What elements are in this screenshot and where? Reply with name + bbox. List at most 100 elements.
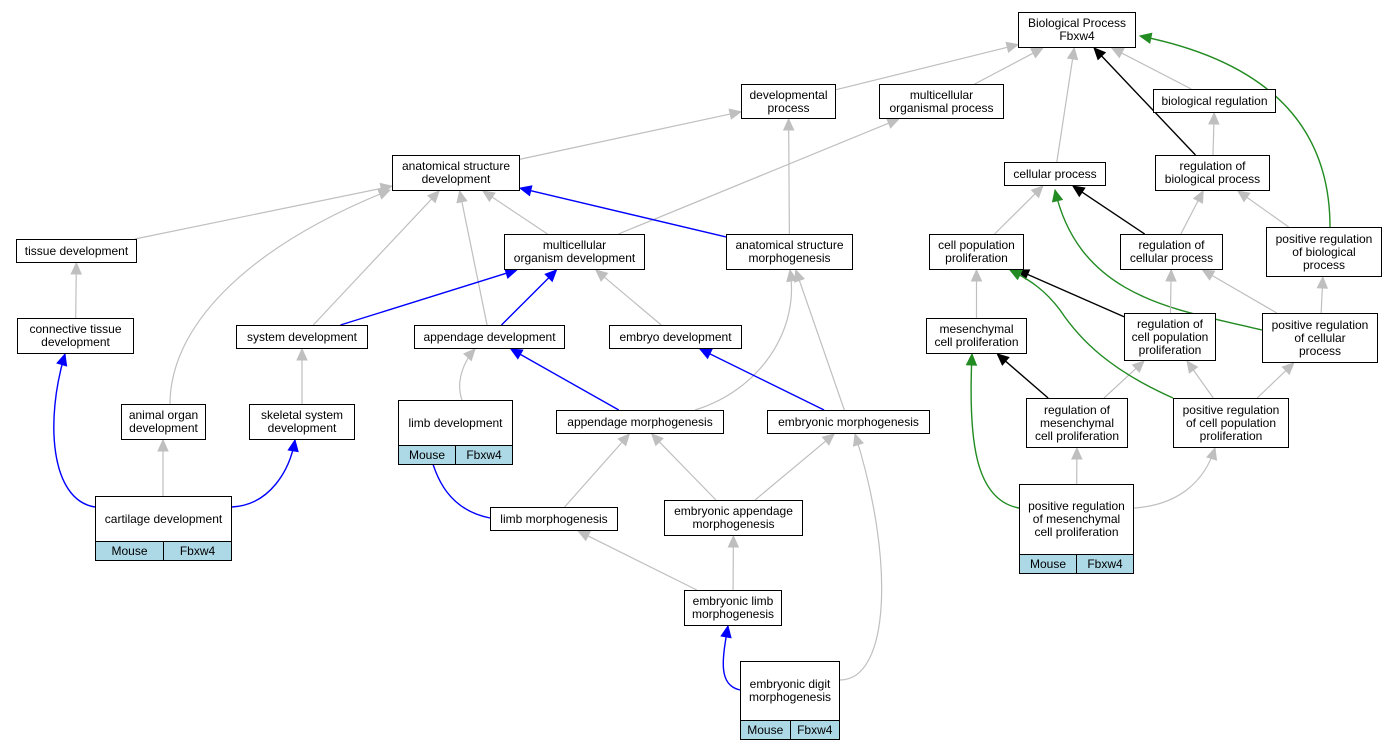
go-term-embryo-development[interactable]: embryo development: [609, 325, 742, 349]
edge-limb_morphogenesis-to-appendage_morphogenesis: [565, 441, 623, 507]
go-term-biological-regulation[interactable]: biological regulation: [1153, 89, 1276, 113]
arrowhead-positive_regulation_of_cellular_process-to-positive_regulation_of_biological_process: [1317, 277, 1327, 288]
annotation-gene: Fbxw4: [790, 721, 840, 739]
go-term-mesenchymal-cell-proliferation[interactable]: mesenchymal cell proliferation: [926, 318, 1027, 354]
arrowhead-mesenchymal_cell_proliferation-to-cell_population_proliferation: [972, 270, 982, 281]
arrowhead-positive_regulation_of_biological_process-to-regulation_of_biological_process: [1238, 191, 1250, 201]
arrowhead-regulation_of_biological_process-to-biological_regulation: [1209, 113, 1219, 124]
arrowhead-appendage_development-to-anatomical_structure_development: [457, 191, 467, 203]
arrowhead-multicellular_organism_development-to-anatomical_structure_development: [483, 191, 495, 201]
go-term-multicellular-organismal-process[interactable]: multicellular organismal process: [879, 84, 1004, 119]
go-term-positive-regulation-of-cell-population-proliferation[interactable]: positive regulation of cell population p…: [1173, 398, 1289, 448]
go-term-multicellular-organism-development[interactable]: multicellular organism development: [504, 234, 645, 270]
go-term-regulation-of-biological-process[interactable]: regulation of biological process: [1155, 155, 1270, 191]
go-term-regulation-of-cell-population-proliferation[interactable]: regulation of cell population proliferat…: [1124, 313, 1216, 361]
arrowhead-multicellular_organismal_process-to-root: [1031, 48, 1043, 58]
go-term-positive-regulation-of-cellular-process[interactable]: positive regulation of cellular process: [1262, 313, 1378, 363]
edge-positive_regulation_of_cellular_process-to-regulation_of_cellular_process: [1211, 275, 1277, 313]
arrowhead-embryonic_limb_morphogenesis-to-limb_morphogenesis: [578, 531, 590, 540]
go-term-regulation-of-mesenchymal-cell-proliferation[interactable]: regulation of mesenchymal cell prolifera…: [1026, 398, 1128, 448]
go-term-system-development[interactable]: system development: [236, 325, 368, 349]
go-term-skeletal-system-development[interactable]: skeletal system development: [249, 404, 355, 440]
edge-regulation_of_cell_population_proliferation-to-cell_population_proliferation: [1027, 274, 1124, 317]
go-term-positive-regulation-of-biological-process[interactable]: positive regulation of biological proces…: [1266, 227, 1382, 277]
go-term-embryonic-morphogenesis[interactable]: embryonic morphogenesis: [767, 410, 930, 434]
go-term-limb-morphogenesis[interactable]: limb morphogenesis: [490, 507, 618, 531]
arrowhead-regulation_of_cell_population_proliferation-to-regulation_of_cellular_process: [1166, 270, 1176, 281]
edge-positive_regulation_of_biological_process-to-root: [1140, 36, 1330, 227]
edge-embryonic_limb_morphogenesis-to-limb_morphogenesis: [587, 535, 697, 590]
arrowhead-positive_regulation_of_mesenchymal_cell_proliferation-to-regulation_of_mesenchymal_cell_proliferation: [1072, 448, 1082, 459]
arrowhead-anatomical_structure_morphogenesis-to-developmental_process: [784, 119, 794, 130]
go-term-limb-development[interactable]: limb development: [398, 400, 513, 445]
arrowhead-multicellular_organism_development-to-multicellular_organismal_process: [887, 119, 899, 128]
arrowhead-positive_regulation_of_cellular_process-to-regulation_of_cellular_process: [1203, 270, 1215, 280]
go-term-cellular-process[interactable]: cellular process: [1004, 162, 1106, 186]
arrowhead-embryonic_appendage_morphogenesis-to-embryonic_morphogenesis: [822, 434, 834, 445]
go-term-positive-regulation-of-mesenchymal-cell-proliferation[interactable]: positive regulation of mesenchymal cell …: [1019, 484, 1134, 554]
go-term-root[interactable]: Biological Process Fbxw4: [1018, 12, 1136, 48]
edge-multicellular_organismal_process-to-root: [975, 53, 1034, 84]
annotation-species: Mouse: [96, 542, 163, 560]
arrowhead-animal_organ_development-to-cartilage_development: [158, 440, 168, 451]
edge-system_development-to-anatomical_structure_development: [313, 198, 432, 325]
go-term-connective-tissue-development[interactable]: connective tissue development: [17, 318, 134, 354]
edge-embryonic_morphogenesis-to-embryo_development: [709, 353, 824, 410]
edge-embryonic_digit_morphogenesis-to-embryonic_morphogenesis: [840, 434, 882, 680]
edge-multicellular_organism_development-to-multicellular_organismal_process: [618, 123, 889, 234]
edge-animal_organ_development-to-anatomical_structure_development: [170, 190, 390, 404]
edge-positive_regulation_of_mesenchymal_cell_proliferation-to-mesenchymal_cell_proliferation: [971, 354, 1019, 508]
arrowhead-biological_regulation-to-root: [1112, 48, 1124, 57]
go-term-embryonic-digit-morphogenesis[interactable]: embryonic digit morphogenesis: [740, 661, 840, 720]
annotation-gene: Fbxw4: [163, 542, 231, 560]
arrowhead-embryonic_limb_morphogenesis-to-embryonic_appendage_morphogenesis: [728, 536, 738, 547]
go-term-embryonic-appendage-morphogenesis[interactable]: embryonic appendage morphogenesis: [664, 500, 803, 536]
edge-positive_regulation_of_cell_population_proliferation-to-regulation_of_cell_population_proliferation: [1193, 369, 1213, 398]
edge-connective_tissue_development-to-tissue_development: [76, 273, 77, 318]
go-term-developmental-process[interactable]: developmental process: [741, 84, 836, 119]
edge-regulation_of_mesenchymal_cell_proliferation-to-regulation_of_cell_population_proliferation: [1104, 368, 1137, 398]
annotation-species: Mouse: [741, 721, 790, 739]
edge-appendage_morphogenesis-to-appendage_development: [519, 354, 618, 410]
edge-positive_regulation_of_biological_process-to-regulation_of_biological_process: [1246, 197, 1289, 227]
edge-positive_regulation_of_mesenchymal_cell_proliferation-to-positive_regulation_of_cell_population_proliferation: [1134, 448, 1215, 508]
edge-positive_regulation_of_cell_population_proliferation-to-positive_regulation_of_cellular_process: [1257, 370, 1286, 398]
edge-tissue_development-to-anatomical_structure_development: [135, 188, 382, 239]
arrowhead-cartilage_development-to-connective_tissue_development: [57, 354, 67, 366]
go-term-regulation-of-cellular-process[interactable]: regulation of cellular process: [1120, 234, 1223, 270]
arrowhead-positive_regulation_of_mesenchymal_cell_proliferation-to-mesenchymal_cell_proliferation: [966, 354, 976, 365]
go-term-animal-organ-development[interactable]: animal organ development: [121, 404, 206, 440]
arrowhead-limb_development-to-appendage_development: [464, 349, 475, 361]
arrowhead-regulation_of_cellular_process-to-regulation_of_biological_process: [1194, 191, 1204, 203]
arrowhead-positive_regulation_of_cell_population_proliferation-to-regulation_of_cell_population_proliferation: [1187, 361, 1197, 373]
go-term-anatomical-structure-development[interactable]: anatomical structure development: [392, 155, 520, 191]
edge-positive_regulation_of_cellular_process-to-positive_regulation_of_biological_process: [1321, 287, 1322, 313]
go-term-appendage-development[interactable]: appendage development: [414, 325, 565, 349]
edge-embryonic_appendage_morphogenesis-to-embryonic_morphogenesis: [755, 440, 826, 500]
arrowhead-anatomical_structure_morphogenesis-to-anatomical_structure_development: [520, 186, 532, 196]
edge-cell_population_proliferation-to-cellular_process: [995, 193, 1036, 234]
arrowhead-cellular_process-to-root: [1068, 48, 1078, 60]
arrowhead-skeletal_system_development-to-system_development: [297, 349, 307, 360]
edge-appendage_development-to-multicellular_organism_development: [502, 277, 550, 325]
edge-cartilage_development-to-skeletal_system_development: [232, 440, 295, 507]
go-term-appendage-morphogenesis[interactable]: appendage morphogenesis: [556, 410, 724, 434]
arrowhead-embryo_development-to-multicellular_organism_development: [596, 270, 608, 281]
arrowhead-animal_organ_development-to-anatomical_structure_development: [378, 189, 390, 198]
edge-multicellular_organism_development-to-anatomical_structure_development: [491, 197, 547, 234]
edge-biological_regulation-to-root: [1121, 53, 1192, 89]
edge-regulation_of_cell_population_proliferation-to-regulation_of_cellular_process: [1170, 280, 1171, 313]
edge-embryonic_appendage_morphogenesis-to-appendage_morphogenesis: [659, 441, 716, 500]
go-term-anatomical-structure-morphogenesis[interactable]: anatomical structure morphogenesis: [726, 234, 853, 270]
go-term-cell-population-proliferation[interactable]: cell population proliferation: [929, 234, 1024, 270]
arrowhead-embryonic_digit_morphogenesis-to-embryonic_limb_morphogenesis: [721, 626, 731, 638]
annotation-species: Mouse: [1020, 555, 1076, 573]
annotation-gene: Fbxw4: [455, 446, 512, 464]
go-term-embryonic-limb-morphogenesis[interactable]: embryonic limb morphogenesis: [684, 590, 782, 626]
annotation-gene: Fbxw4: [1076, 555, 1133, 573]
arrowhead-appendage_morphogenesis-to-appendage_development: [511, 349, 523, 359]
go-term-tissue-development[interactable]: tissue development: [16, 239, 137, 263]
go-term-cartilage-development[interactable]: cartilage development: [95, 496, 232, 541]
